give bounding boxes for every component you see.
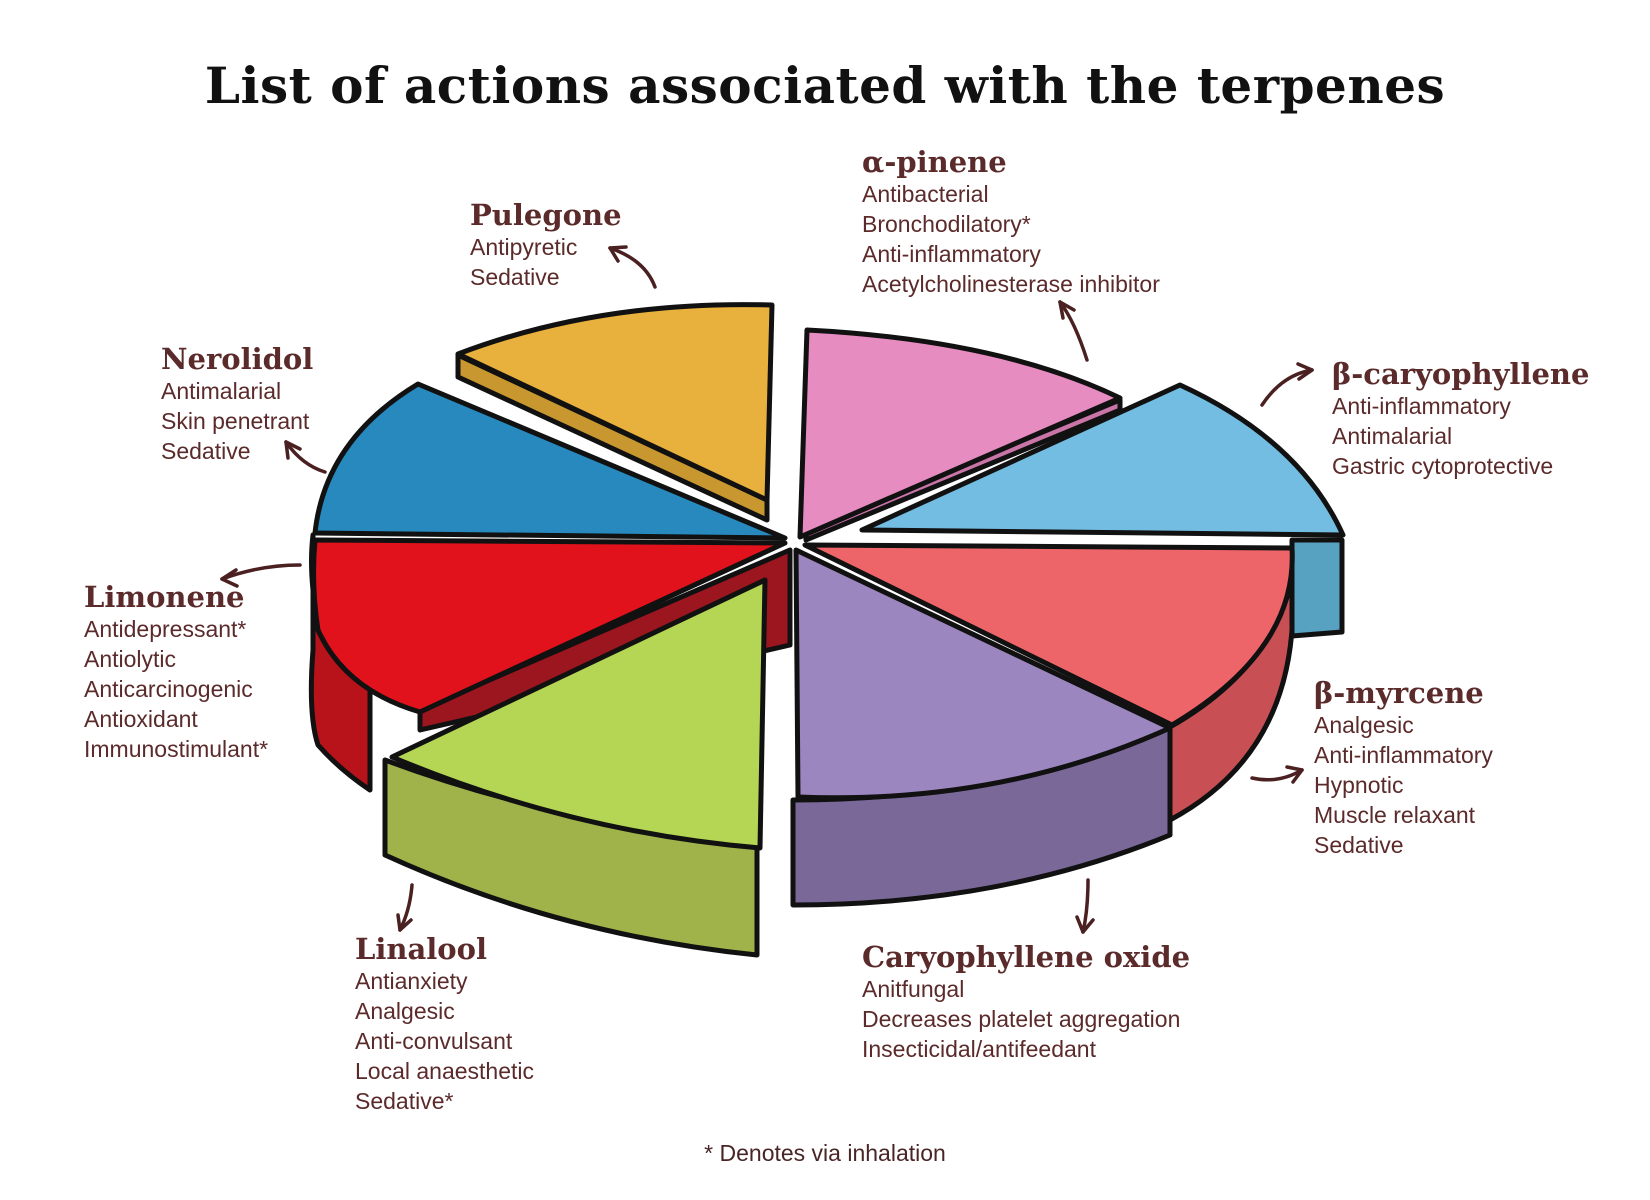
linalool-action: Antianxiety [355, 968, 468, 994]
pulegone-arrow [608, 246, 657, 289]
b-caryophyllene-arrow [1260, 368, 1314, 407]
pulegone-label: Pulegone Antipyretic Sedative [470, 198, 622, 292]
nerolidol-action: Skin penetrant [161, 408, 310, 434]
nerolidol-name: Nerolidol [161, 342, 314, 376]
linalool-action: Sedative* [355, 1088, 454, 1114]
a-pinene-slice [797, 327, 1123, 540]
pulegone-action: Antipyretic [470, 234, 578, 260]
linalool-label: Linalool Antianxiety Analgesic Anti-conv… [355, 932, 534, 1116]
b-caryophyllene-label: β-caryophyllene Anti-inflammatory Antima… [1332, 357, 1589, 481]
a-pinene-action: Anti-inflammatory [862, 241, 1041, 267]
caryophyllene-oxide-arrow [1081, 878, 1090, 934]
a-pinene-label: α-pinene Antibacterial Bronchodilatory* … [862, 145, 1160, 299]
pulegone-name: Pulegone [470, 198, 622, 232]
a-pinene-action: Acetylcholinesterase inhibitor [862, 271, 1160, 297]
nerolidol-label: Nerolidol Antimalarial Skin penetrant Se… [161, 342, 313, 466]
b-myrcene-action: Sedative [1314, 832, 1404, 858]
linalool-slice [389, 577, 768, 851]
footnote: * Denotes via inhalation [704, 1140, 946, 1166]
linalool-action: Local anaesthetic [355, 1058, 535, 1084]
myrcene-slice [802, 542, 1295, 728]
b-myrcene-label: β-myrcene Analgesic Anti-inflammatory Hy… [1314, 676, 1493, 860]
nerolidol-action: Sedative [161, 438, 251, 464]
limonene-name: Limonene [84, 580, 245, 614]
page-title: List of actions associated with the terp… [204, 56, 1446, 115]
a-pinene-name: α-pinene [862, 145, 1007, 179]
caryophyllene-oxide-label: Caryophyllene oxide Anitfungal Decreases… [862, 940, 1190, 1064]
b-caryophyllene-action: Antimalarial [1332, 423, 1453, 449]
caryophyllene-oxide-action: Insecticidal/antifeedant [862, 1036, 1096, 1062]
a-pinene-arrow [1058, 300, 1089, 362]
b-caryophyllene-slice [859, 382, 1346, 538]
a-pinene-action: Antibacterial [862, 181, 989, 207]
limonene-slice-inner-side [417, 547, 793, 733]
limonene-action: Immunostimulant* [84, 736, 269, 762]
limonene-action: Antidepressant* [84, 616, 247, 642]
pulegone-action: Sedative [470, 264, 560, 290]
linalool-action: Anti-convulsant [355, 1028, 513, 1054]
linalool-action: Analgesic [355, 998, 455, 1024]
b-caryophyllene-action: Anti-inflammatory [1332, 393, 1511, 419]
myrcene-arrow [1250, 768, 1304, 782]
limonene-action: Anticarcinogenic [84, 676, 253, 702]
linalool-name: Linalool [355, 932, 488, 966]
limonene-action: Antiolytic [84, 646, 177, 672]
limonene-arrow [220, 563, 302, 581]
b-caryophyllene-action: Gastric cytoprotective [1332, 453, 1554, 479]
limonene-label: Limonene Antidepressant* Antiolytic Anti… [84, 580, 268, 764]
nerolidol-slice [312, 381, 788, 541]
limonene-action: Antioxidant [84, 706, 198, 732]
a-pinene-action: Bronchodilatory* [862, 211, 1031, 237]
caryophyllene-oxide-action: Anitfungal [862, 976, 965, 1002]
limonene-slice [311, 537, 788, 715]
caryophyllene-oxide-action: Decreases platelet aggregation [862, 1006, 1181, 1032]
nerolidol-action: Antimalarial [161, 378, 282, 404]
nerolidol-arrow [284, 440, 327, 474]
b-caryophyllene-name: β-caryophyllene [1332, 357, 1590, 391]
caryophyllene-oxide-name: Caryophyllene oxide [862, 940, 1191, 974]
caryophyllene-oxide-slice [793, 547, 1173, 801]
b-myrcene-action: Analgesic [1314, 712, 1414, 738]
caryophyllene-slice-side [1289, 537, 1345, 639]
b-myrcene-name: β-myrcene [1314, 676, 1484, 710]
pulegone-slice [455, 302, 775, 503]
b-myrcene-action: Anti-inflammatory [1314, 742, 1493, 768]
b-myrcene-action: Muscle relaxant [1314, 802, 1476, 828]
b-myrcene-action: Hypnotic [1314, 772, 1404, 798]
